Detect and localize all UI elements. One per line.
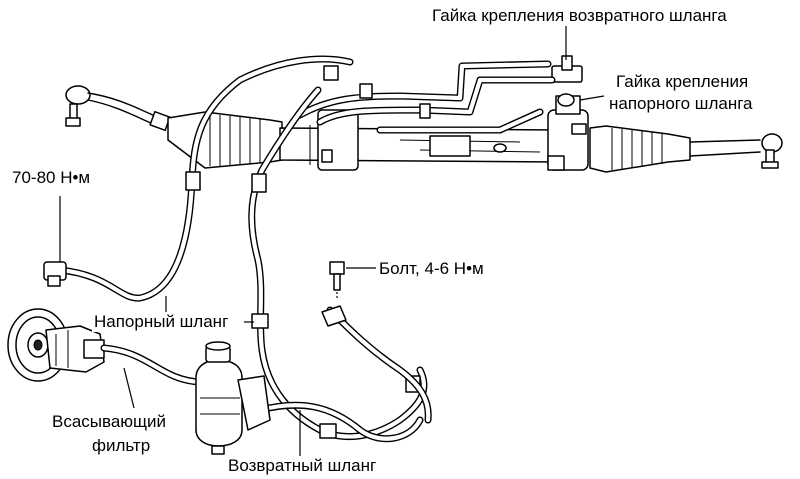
- left-tie-rod-end: [65, 85, 171, 132]
- valve-body: [547, 55, 589, 171]
- label-bolt-torque: Болт, 4-6 Н•м: [377, 259, 486, 279]
- label-return-hose: Возвратный шланг: [226, 456, 379, 476]
- label-pressure-hose-nut-line2: напорного шланга: [607, 94, 755, 114]
- leader-lines: [59, 26, 605, 458]
- return-pipe: [256, 306, 432, 443]
- rack-housing: [279, 109, 561, 171]
- label-return-hose-nut: Гайка крепления возвратного шланга: [430, 6, 729, 26]
- label-suction-filter-line2: фильтр: [90, 436, 153, 456]
- right-boot: [589, 125, 691, 173]
- label-suction-filter-line1: Всасывающий: [50, 412, 169, 432]
- rack-pipes: [296, 60, 556, 134]
- right-tie-rod-end: [689, 133, 783, 169]
- suction-hose: [100, 344, 204, 386]
- label-pressure-hose-nut-line1: Гайка крепления: [614, 72, 751, 92]
- label-pressure-hose: Напорный шланг: [92, 312, 231, 332]
- label-torque-70-80: 70-80 Н•м: [10, 168, 93, 188]
- pressure-hose: [43, 55, 354, 302]
- reservoir: [195, 341, 271, 455]
- pump: [7, 308, 105, 382]
- bolt: [321, 261, 347, 327]
